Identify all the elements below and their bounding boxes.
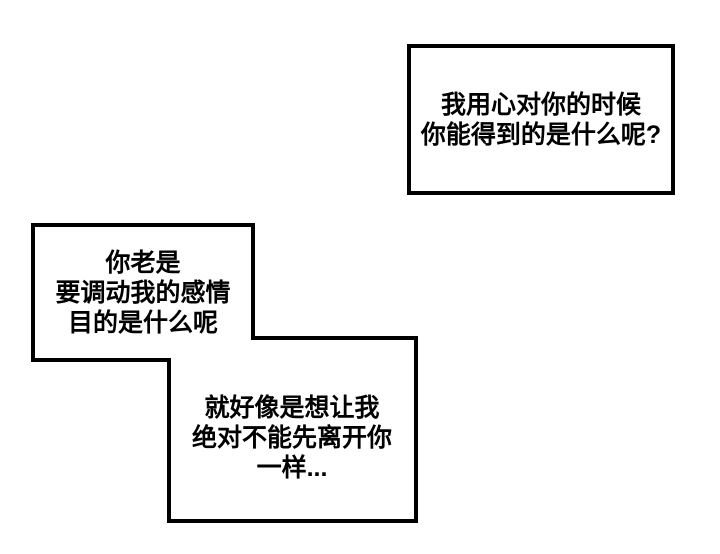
speech-box-merged-shape — [31, 223, 418, 523]
speech-box-top-right-shape — [407, 44, 675, 195]
speech-bubble-top-right: 我用心对你的时候 你能得到的是什么呢? — [407, 44, 675, 195]
speech-bubble-middle-left: 你老是 要调动我的感情 目的是什么呢 — [31, 223, 255, 362]
speech-line: 我用心对你的时候 — [440, 90, 641, 119]
speech-line: 一样... — [256, 454, 328, 482]
speech-line: 目的是什么呢 — [67, 308, 218, 337]
speech-line: 你能得到的是什么呢? — [420, 120, 662, 149]
speech-bubble-bottom-center: 就好像是想让我 绝对不能先离开你 一样... — [166, 337, 418, 523]
speech-line: 你老是 — [105, 248, 181, 277]
speech-line: 绝对不能先离开你 — [191, 424, 392, 452]
speech-line: 要调动我的感情 — [55, 278, 231, 307]
speech-line: 就好像是想让我 — [204, 394, 380, 422]
